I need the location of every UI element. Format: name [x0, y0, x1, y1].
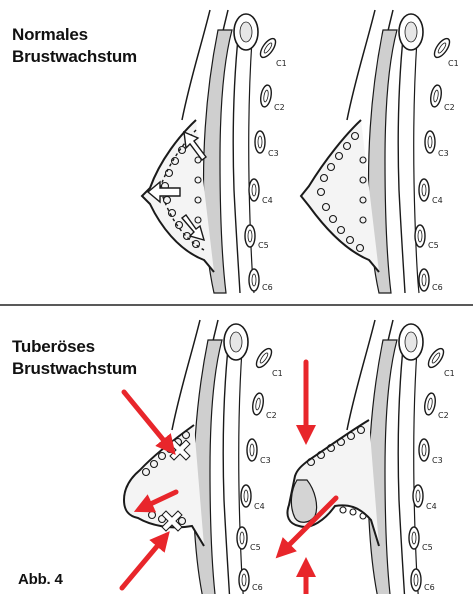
rib-label-c3: C3	[260, 456, 271, 465]
rib-column-bottom-left	[237, 346, 274, 591]
normal-breast-annotated	[142, 10, 258, 293]
rib-label-c2: C2	[274, 103, 285, 112]
rib-label-c4: C4	[262, 196, 273, 205]
rib-label-c2: C2	[266, 411, 277, 420]
rib-label-c1: C1	[444, 369, 455, 378]
rib-label-c1: C1	[448, 59, 459, 68]
rib-label-c6: C6	[424, 583, 435, 592]
rib-label-c1: C1	[272, 369, 283, 378]
rib-label-c4: C4	[254, 502, 265, 511]
rib-label-c3: C3	[438, 149, 449, 158]
rib-label-c5: C5	[258, 241, 269, 250]
rib-label-c1: C1	[276, 59, 287, 68]
tuberous-breast-annotated	[124, 320, 248, 594]
red-arrow-icon	[122, 538, 164, 588]
rib-label-c3: C3	[432, 456, 443, 465]
rib-label-c3: C3	[268, 149, 279, 158]
rib-label-c4: C4	[426, 502, 437, 511]
rib-label-c6: C6	[262, 283, 273, 292]
rib-label-c2: C2	[444, 103, 455, 112]
rib-label-c4: C4	[432, 196, 443, 205]
rib-label-c2: C2	[438, 411, 449, 420]
normal-breast-plain	[301, 10, 423, 293]
rib-label-c5: C5	[422, 543, 433, 552]
rib-label-c5: C5	[428, 241, 439, 250]
rib-label-c5: C5	[250, 543, 261, 552]
rib-label-c6: C6	[432, 283, 443, 292]
rib-label-c6: C6	[252, 583, 263, 592]
rib-column-top-right	[415, 36, 452, 291]
red-arrow-icon	[124, 392, 170, 448]
